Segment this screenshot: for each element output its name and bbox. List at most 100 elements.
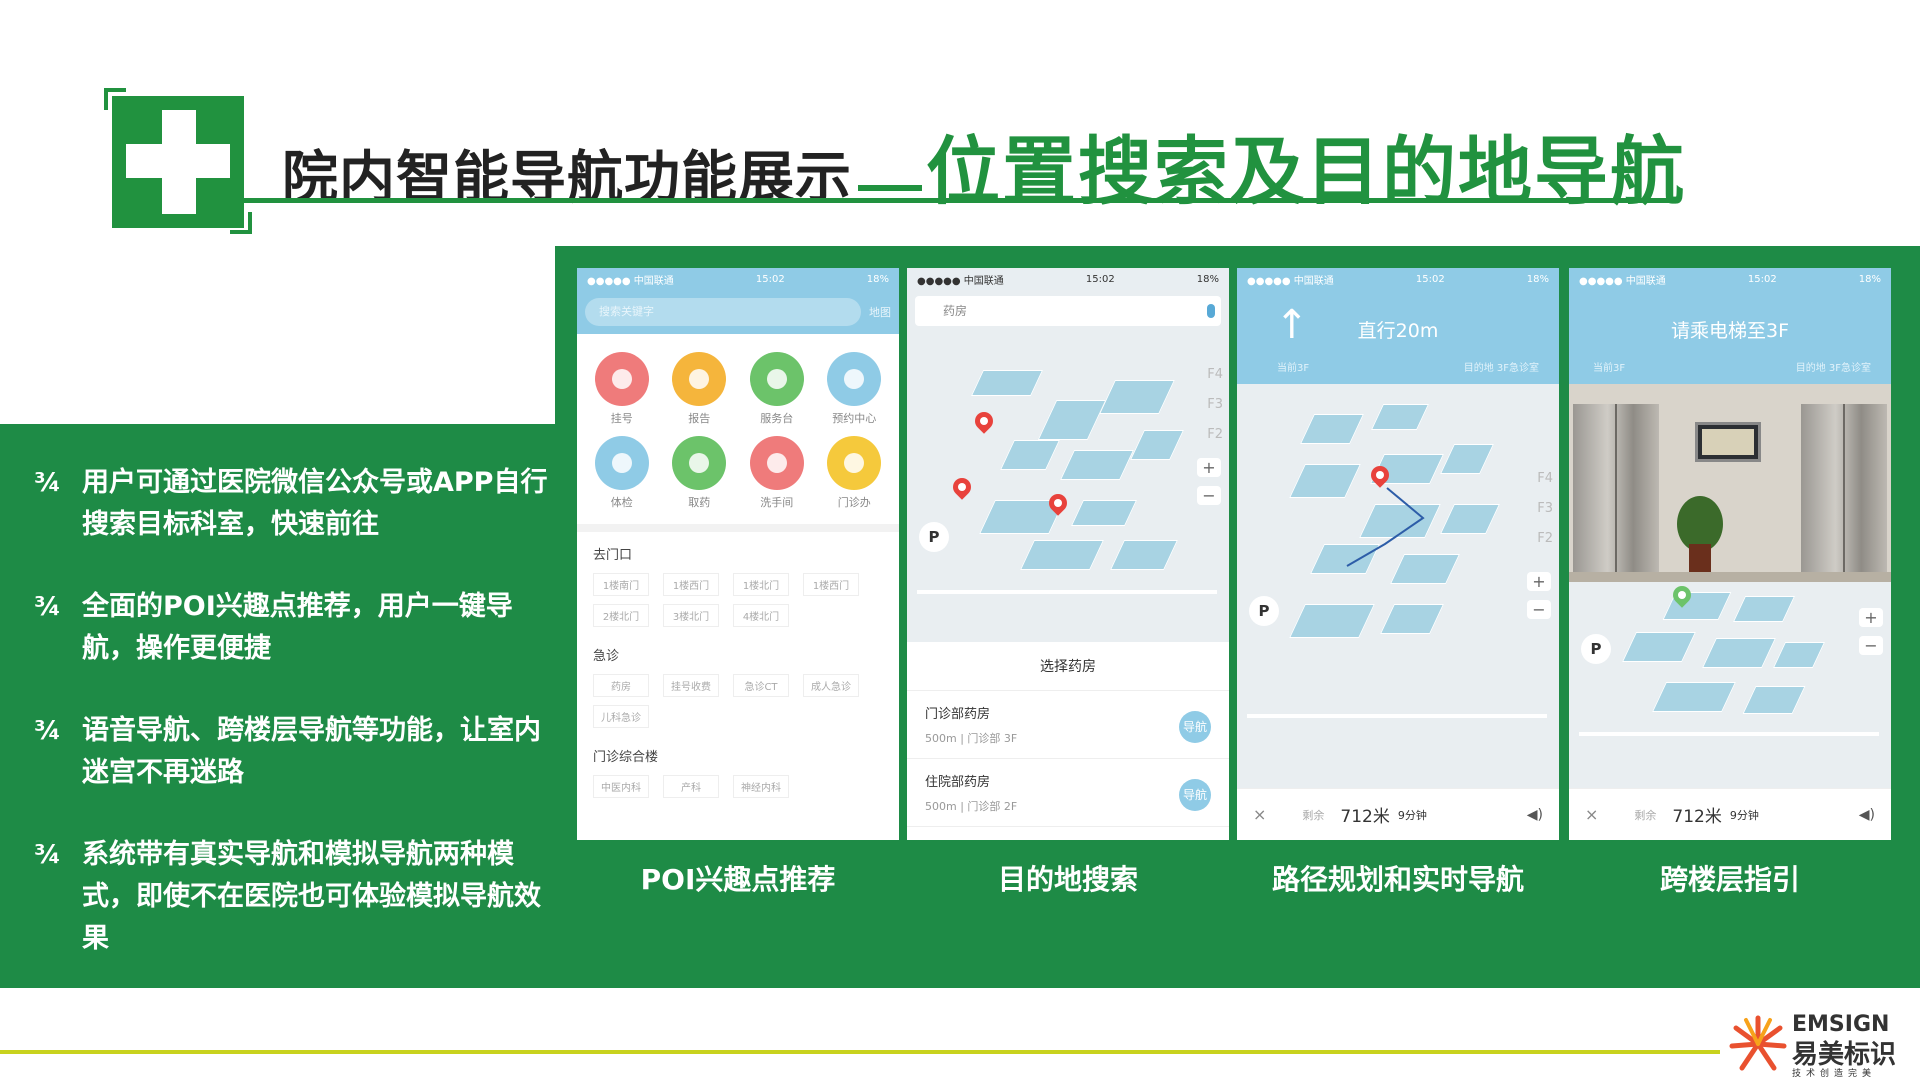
poi-label: 服务台 [760, 412, 794, 425]
poi-tag[interactable]: 产科 [663, 775, 719, 798]
route-line [1346, 487, 1425, 567]
poi-tag[interactable]: 神经内科 [733, 775, 789, 798]
floor-switcher[interactable]: F4 F3 F2 [1207, 360, 1223, 450]
phone-screen-floor-guide: ●●●●● 中国联通 15:02 18% 请乘电梯至3F 当前3F 目的地 3F… [1569, 268, 1891, 840]
poi-tag[interactable]: 3楼北门 [663, 604, 719, 627]
poi-item[interactable]: 挂号 [583, 352, 661, 426]
poi-tag[interactable]: 中医内科 [593, 775, 649, 798]
indoor-map[interactable]: P F4 F3 F2 + − [1237, 384, 1559, 788]
poi-item[interactable]: 门诊办 [816, 436, 894, 510]
zoom-out-button[interactable]: − [1527, 600, 1551, 619]
plus-cross-icon [112, 96, 244, 228]
poi-item[interactable]: 服务台 [738, 352, 816, 426]
report-icon [672, 352, 727, 406]
zoom-in-button[interactable]: + [1527, 572, 1551, 591]
feature-list: ¾ 用户可通过医院微信公众号或APP自行搜索目标科室，快速前往 ¾ 全面的POI… [34, 462, 554, 1000]
floor-option[interactable]: F3 [1207, 397, 1223, 412]
poi-label: 挂号 [610, 412, 633, 425]
person-icon [827, 436, 882, 490]
phone-screen-navigation: ●●●●● 中国联通 15:02 18% ↑ 直行20m 当前3F 目的地 3F… [1237, 268, 1559, 840]
title-dash [858, 184, 922, 191]
search-input[interactable]: 搜索关键字 [585, 298, 861, 326]
parking-icon[interactable]: P [1581, 634, 1611, 664]
floor-option[interactable]: F2 [1207, 427, 1223, 442]
poi-label: 取药 [688, 496, 711, 509]
close-icon[interactable]: × [1585, 805, 1599, 824]
nav-instruction-header: ↑ 直行20m 当前3F 目的地 3F急诊室 [1237, 290, 1559, 384]
poi-tag[interactable]: 4楼北门 [733, 604, 789, 627]
poi-grid: 挂号 报告 服务台 预约中心 体检 取药 洗手间 门诊办 [577, 334, 899, 516]
search-input[interactable]: 药房 [915, 296, 1221, 326]
poi-tag[interactable]: 1楼南门 [593, 573, 649, 596]
destination: 目的地 3F急诊室 [1463, 363, 1539, 374]
brand-slogan: 技术创造完美 [1792, 1069, 1877, 1079]
location-pin-icon[interactable] [949, 474, 975, 500]
close-icon[interactable]: × [1253, 805, 1267, 824]
map-link[interactable]: 地图 [869, 306, 891, 319]
battery-text: 18% [1858, 273, 1881, 285]
speaker-icon[interactable]: ◀) [1858, 806, 1875, 823]
poi-tag[interactable]: 1楼北门 [733, 573, 789, 596]
poi-tag[interactable]: 1楼西门 [663, 573, 719, 596]
result-item[interactable]: 住院部药房 500m | 门诊部 2F 导航 [907, 759, 1229, 827]
nav-instruction-header: 请乘电梯至3F 当前3F 目的地 3F急诊室 [1569, 290, 1891, 384]
zoom-out-button[interactable]: − [1859, 636, 1883, 655]
feature-item: ¾ 语音导航、跨楼层导航等功能，让室内迷宫不再迷路 [34, 710, 554, 794]
zoom-in-button[interactable]: + [1197, 458, 1221, 477]
feature-item: ¾ 全面的POI兴趣点推荐，用户一键导航，操作更便捷 [34, 586, 554, 670]
result-name: 住院部药房 [925, 775, 991, 790]
poi-tag[interactable]: 1楼西门 [803, 573, 859, 596]
poi-tag[interactable]: 药房 [593, 674, 649, 697]
microphone-icon[interactable] [1207, 304, 1215, 318]
zoom-in-button[interactable]: + [1859, 608, 1883, 627]
status-time: 15:02 [1415, 273, 1445, 285]
indoor-map[interactable]: P F4 F3 F2 + − [907, 290, 1229, 642]
feature-text: 系统带有真实导航和模拟导航两种模式，即使不在医院也可体验模拟导航效果 [82, 839, 541, 954]
result-name: 门诊部药房 [925, 707, 991, 722]
poi-tag[interactable]: 挂号收费 [663, 674, 719, 697]
parking-icon[interactable]: P [1249, 596, 1279, 626]
poi-tag[interactable]: 成人急诊 [803, 674, 859, 697]
brand-logo: EMSIGN 易美标识 技术创造完美 [1728, 1012, 1908, 1079]
feature-text: 语音导航、跨楼层导航等功能，让室内迷宫不再迷路 [82, 715, 541, 788]
divider [577, 524, 899, 532]
poi-tag[interactable]: 急诊CT [733, 674, 789, 697]
plus-icon [594, 352, 649, 406]
floor-option[interactable]: F3 [1537, 501, 1553, 516]
clock-icon [827, 352, 882, 406]
remaining-time: 9分钟 [1729, 808, 1759, 822]
poi-tag[interactable]: 2楼北门 [593, 604, 649, 627]
restroom-icon [749, 436, 804, 490]
remaining-distance: 712米 [1340, 807, 1390, 827]
remaining-label: 剩余 [1634, 808, 1657, 822]
poi-item[interactable]: 取药 [661, 436, 739, 510]
brand-name-en: EMSIGN [1792, 1012, 1890, 1037]
section-title: 门诊综合楼 [593, 750, 659, 765]
destination: 目的地 3F急诊室 [1795, 363, 1871, 374]
remaining-distance: 712米 [1672, 807, 1722, 827]
bullet-mark: ¾ [34, 716, 61, 746]
zoom-out-button[interactable]: − [1197, 486, 1221, 505]
poi-item[interactable]: 报告 [661, 352, 739, 426]
poi-tag[interactable]: 儿科急诊 [593, 705, 649, 728]
poi-item[interactable]: 预约中心 [816, 352, 894, 426]
navigate-button[interactable]: 导航 [1179, 779, 1211, 811]
poi-item[interactable]: 体检 [583, 436, 661, 510]
parking-icon[interactable]: P [919, 522, 949, 552]
speaker-icon[interactable]: ◀) [1526, 806, 1543, 823]
indoor-map[interactable]: P + − [1569, 582, 1891, 788]
floor-option[interactable]: F2 [1537, 531, 1553, 546]
status-time: 15:02 [1085, 273, 1115, 285]
location-pin-icon[interactable] [971, 408, 997, 434]
floor-switcher[interactable]: F4 F3 F2 [1537, 464, 1553, 554]
poi-item[interactable]: 洗手间 [738, 436, 816, 510]
poi-label: 洗手间 [760, 496, 794, 509]
carrier-text: ●●●●● 中国联通 [1247, 275, 1334, 287]
navigate-button[interactable]: 导航 [1179, 711, 1211, 743]
floor-option[interactable]: F4 [1207, 367, 1223, 382]
floor-option[interactable]: F4 [1537, 471, 1553, 486]
pill-icon [672, 436, 727, 490]
status-time: 15:02 [1747, 273, 1777, 285]
result-item[interactable]: 门诊部药房 500m | 门诊部 3F 导航 [907, 691, 1229, 759]
phone-screen-poi: ●●●●● 中国联通 15:02 18% 搜索关键字 地图 挂号 报告 服务台 … [577, 268, 899, 840]
